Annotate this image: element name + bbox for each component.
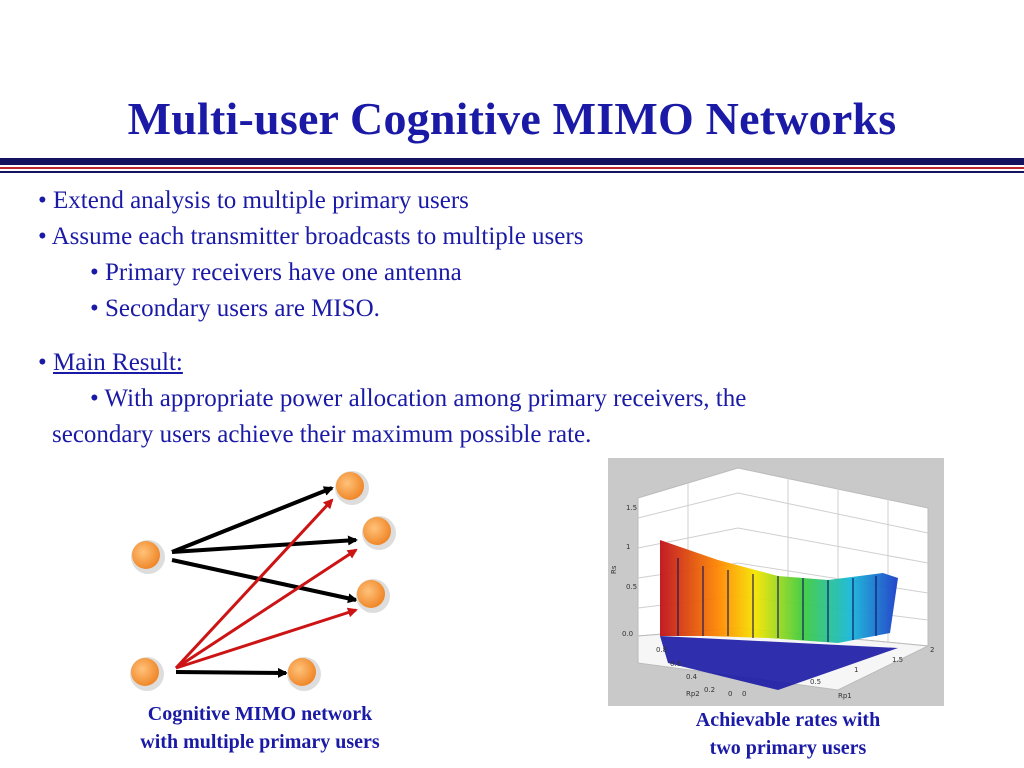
title-rule-navy [0,158,1024,165]
sub-bullet-item: • Primary receivers have one antenna [90,259,462,286]
bullet-item-main-result: • Main Result: [38,345,746,381]
y-tick: 0.4 [686,673,698,681]
caption-line: with multiple primary users [140,731,380,753]
interference-link [174,498,334,670]
node [362,516,396,550]
bullet-prefix: • [38,349,54,376]
x-tick: 0 [742,690,746,698]
node [287,657,321,691]
z-tick: 1.5 [626,504,637,512]
interference-link [175,548,358,670]
x-tick: 1.5 [892,656,903,664]
network-diagram [100,460,420,705]
title-rule-navy-thin [0,171,1024,173]
x-axis-label: Rp1 [838,692,852,700]
slide-title: Multi-user Cognitive MIMO Networks [127,93,897,144]
y-tick: 0 [728,690,732,698]
x-tick: 1 [854,666,858,674]
bullet-item: • Extend analysis to multiple primary us… [38,187,469,214]
bullet-item: • Assume each transmitter broadcasts to … [38,223,584,250]
y-tick: 0.6 [670,660,682,668]
z-tick: 0.5 [626,583,637,591]
y-axis-label: Rp2 [686,690,700,698]
bullet-list: • Extend analysis to multiple primary us… [38,183,746,453]
primary-link [171,535,358,554]
primary-link [171,486,334,554]
plot-caption: Achievable rates with two primary users [648,706,928,762]
rate-surface-plot: 1.5 1 0.5 0.0 Rs 0.8 0.6 0.4 0.2 0 Rp2 0… [608,458,944,706]
x-tick: 0.5 [810,678,821,686]
x-tick: 2 [930,646,934,654]
main-result-label: Main Result: [53,349,183,376]
node [356,579,390,613]
sub-bullet-continuation: secondary users achieve their maximum po… [52,421,592,448]
node [335,471,369,505]
node [130,657,164,691]
z-axis-label: Rs [610,565,618,574]
network-caption: Cognitive MIMO network with multiple pri… [100,700,420,756]
title-rule-red [0,167,1024,169]
y-tick: 0.2 [704,686,715,694]
secondary-direct-link [175,667,288,678]
interference-link [175,607,358,670]
caption-line: two primary users [709,737,867,759]
primary-link [171,558,358,604]
node [131,540,165,574]
base-region [660,636,898,690]
y-tick: 0.8 [656,646,667,654]
z-tick: 0.0 [622,630,633,638]
z-tick: 1 [626,543,630,551]
caption-line: Achievable rates with [695,709,881,731]
caption-line: Cognitive MIMO network [147,703,373,725]
sub-bullet-item: • Secondary users are MISO. [90,295,380,322]
sub-bullet-item: • With appropriate power allocation amon… [90,385,747,412]
